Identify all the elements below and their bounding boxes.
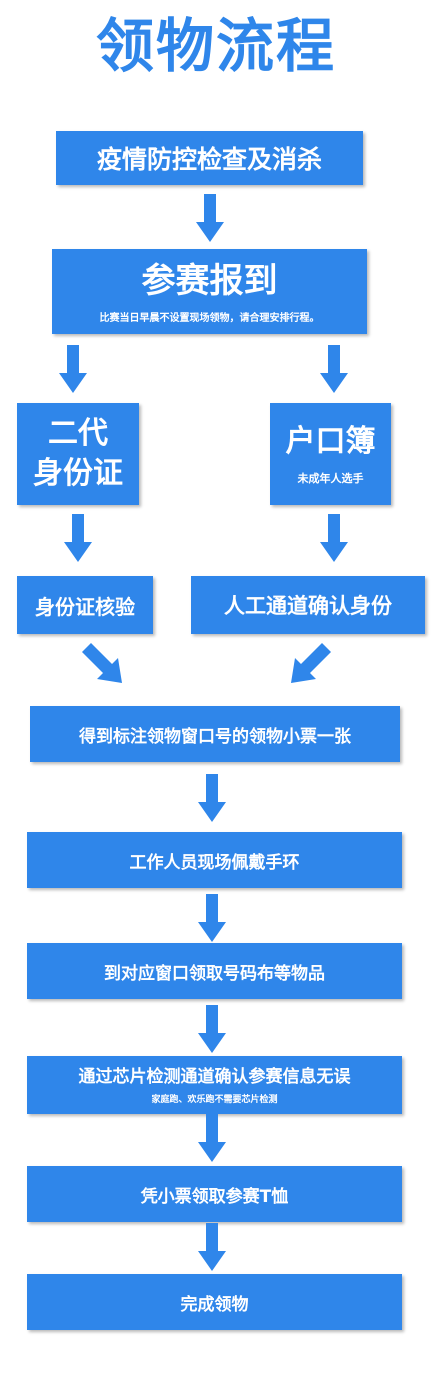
step-collect-bib: 到对应窗口领取号码布等物品 (27, 943, 402, 999)
step-id-verify-label: 身份证核验 (35, 594, 135, 619)
step-chip-check-label: 通过芯片检测通道确认参赛信息无误 (78, 1066, 351, 1087)
arrow-down-icon (198, 1223, 226, 1271)
step-wristband: 工作人员现场佩戴手环 (27, 832, 402, 888)
step-wristband-label: 工作人员现场佩戴手环 (129, 852, 300, 873)
page-title: 领物流程 (95, 12, 336, 80)
step-complete: 完成领物 (27, 1274, 402, 1330)
arrow-down-left-icon (287, 643, 331, 687)
step-manual-verify: 人工通道确认身份 (191, 576, 425, 634)
step-epidemic-check: 疫情防控检查及消杀 (56, 131, 363, 185)
step-id-card-line2: 身份证 (33, 456, 123, 491)
step-registration-note: 比赛当日早晨不设置现场领物，请合理安排行程。 (99, 313, 320, 324)
step-household-register-label: 户口簿 (285, 424, 376, 459)
step-collect-tshirt-label: 凭小票领取参赛T恤 (140, 1186, 289, 1207)
arrow-down-right-icon (82, 643, 126, 687)
step-registration-label: 参赛报到 (141, 261, 278, 301)
arrow-down-icon (198, 774, 226, 822)
step-manual-verify-label: 人工通道确认身份 (224, 594, 392, 618)
step-collect-bib-label: 到对应窗口领取号码布等物品 (104, 963, 325, 984)
arrow-down-icon (196, 194, 224, 242)
arrow-down-icon (198, 1005, 226, 1053)
step-get-ticket: 得到标注领物窗口号的领物小票一张 (30, 706, 400, 762)
arrow-down-icon (320, 345, 348, 393)
step-id-verify: 身份证核验 (17, 576, 153, 634)
arrow-down-icon (64, 514, 92, 562)
step-chip-check-note: 家庭跑、欢乐跑不需要芯片检测 (151, 1094, 278, 1105)
arrow-down-icon (198, 894, 226, 942)
step-registration: 参赛报到 比赛当日早晨不设置现场领物，请合理安排行程。 (52, 249, 367, 334)
step-get-ticket-label: 得到标注领物窗口号的领物小票一张 (79, 726, 351, 747)
step-collect-tshirt: 凭小票领取参赛T恤 (27, 1166, 402, 1222)
step-id-card: 二代 身份证 (17, 403, 139, 505)
step-household-register: 户口簿 未成年人选手 (270, 403, 391, 505)
step-complete-label: 完成领物 (180, 1294, 249, 1315)
step-household-register-note: 未成年人选手 (297, 472, 364, 485)
arrow-down-icon (59, 345, 87, 393)
step-id-card-line1: 二代 (48, 416, 108, 451)
step-epidemic-check-label: 疫情防控检查及消杀 (96, 145, 322, 174)
arrow-down-icon (320, 514, 348, 562)
arrow-down-icon (198, 1114, 226, 1162)
step-chip-check: 通过芯片检测通道确认参赛信息无误 家庭跑、欢乐跑不需要芯片检测 (27, 1056, 402, 1114)
